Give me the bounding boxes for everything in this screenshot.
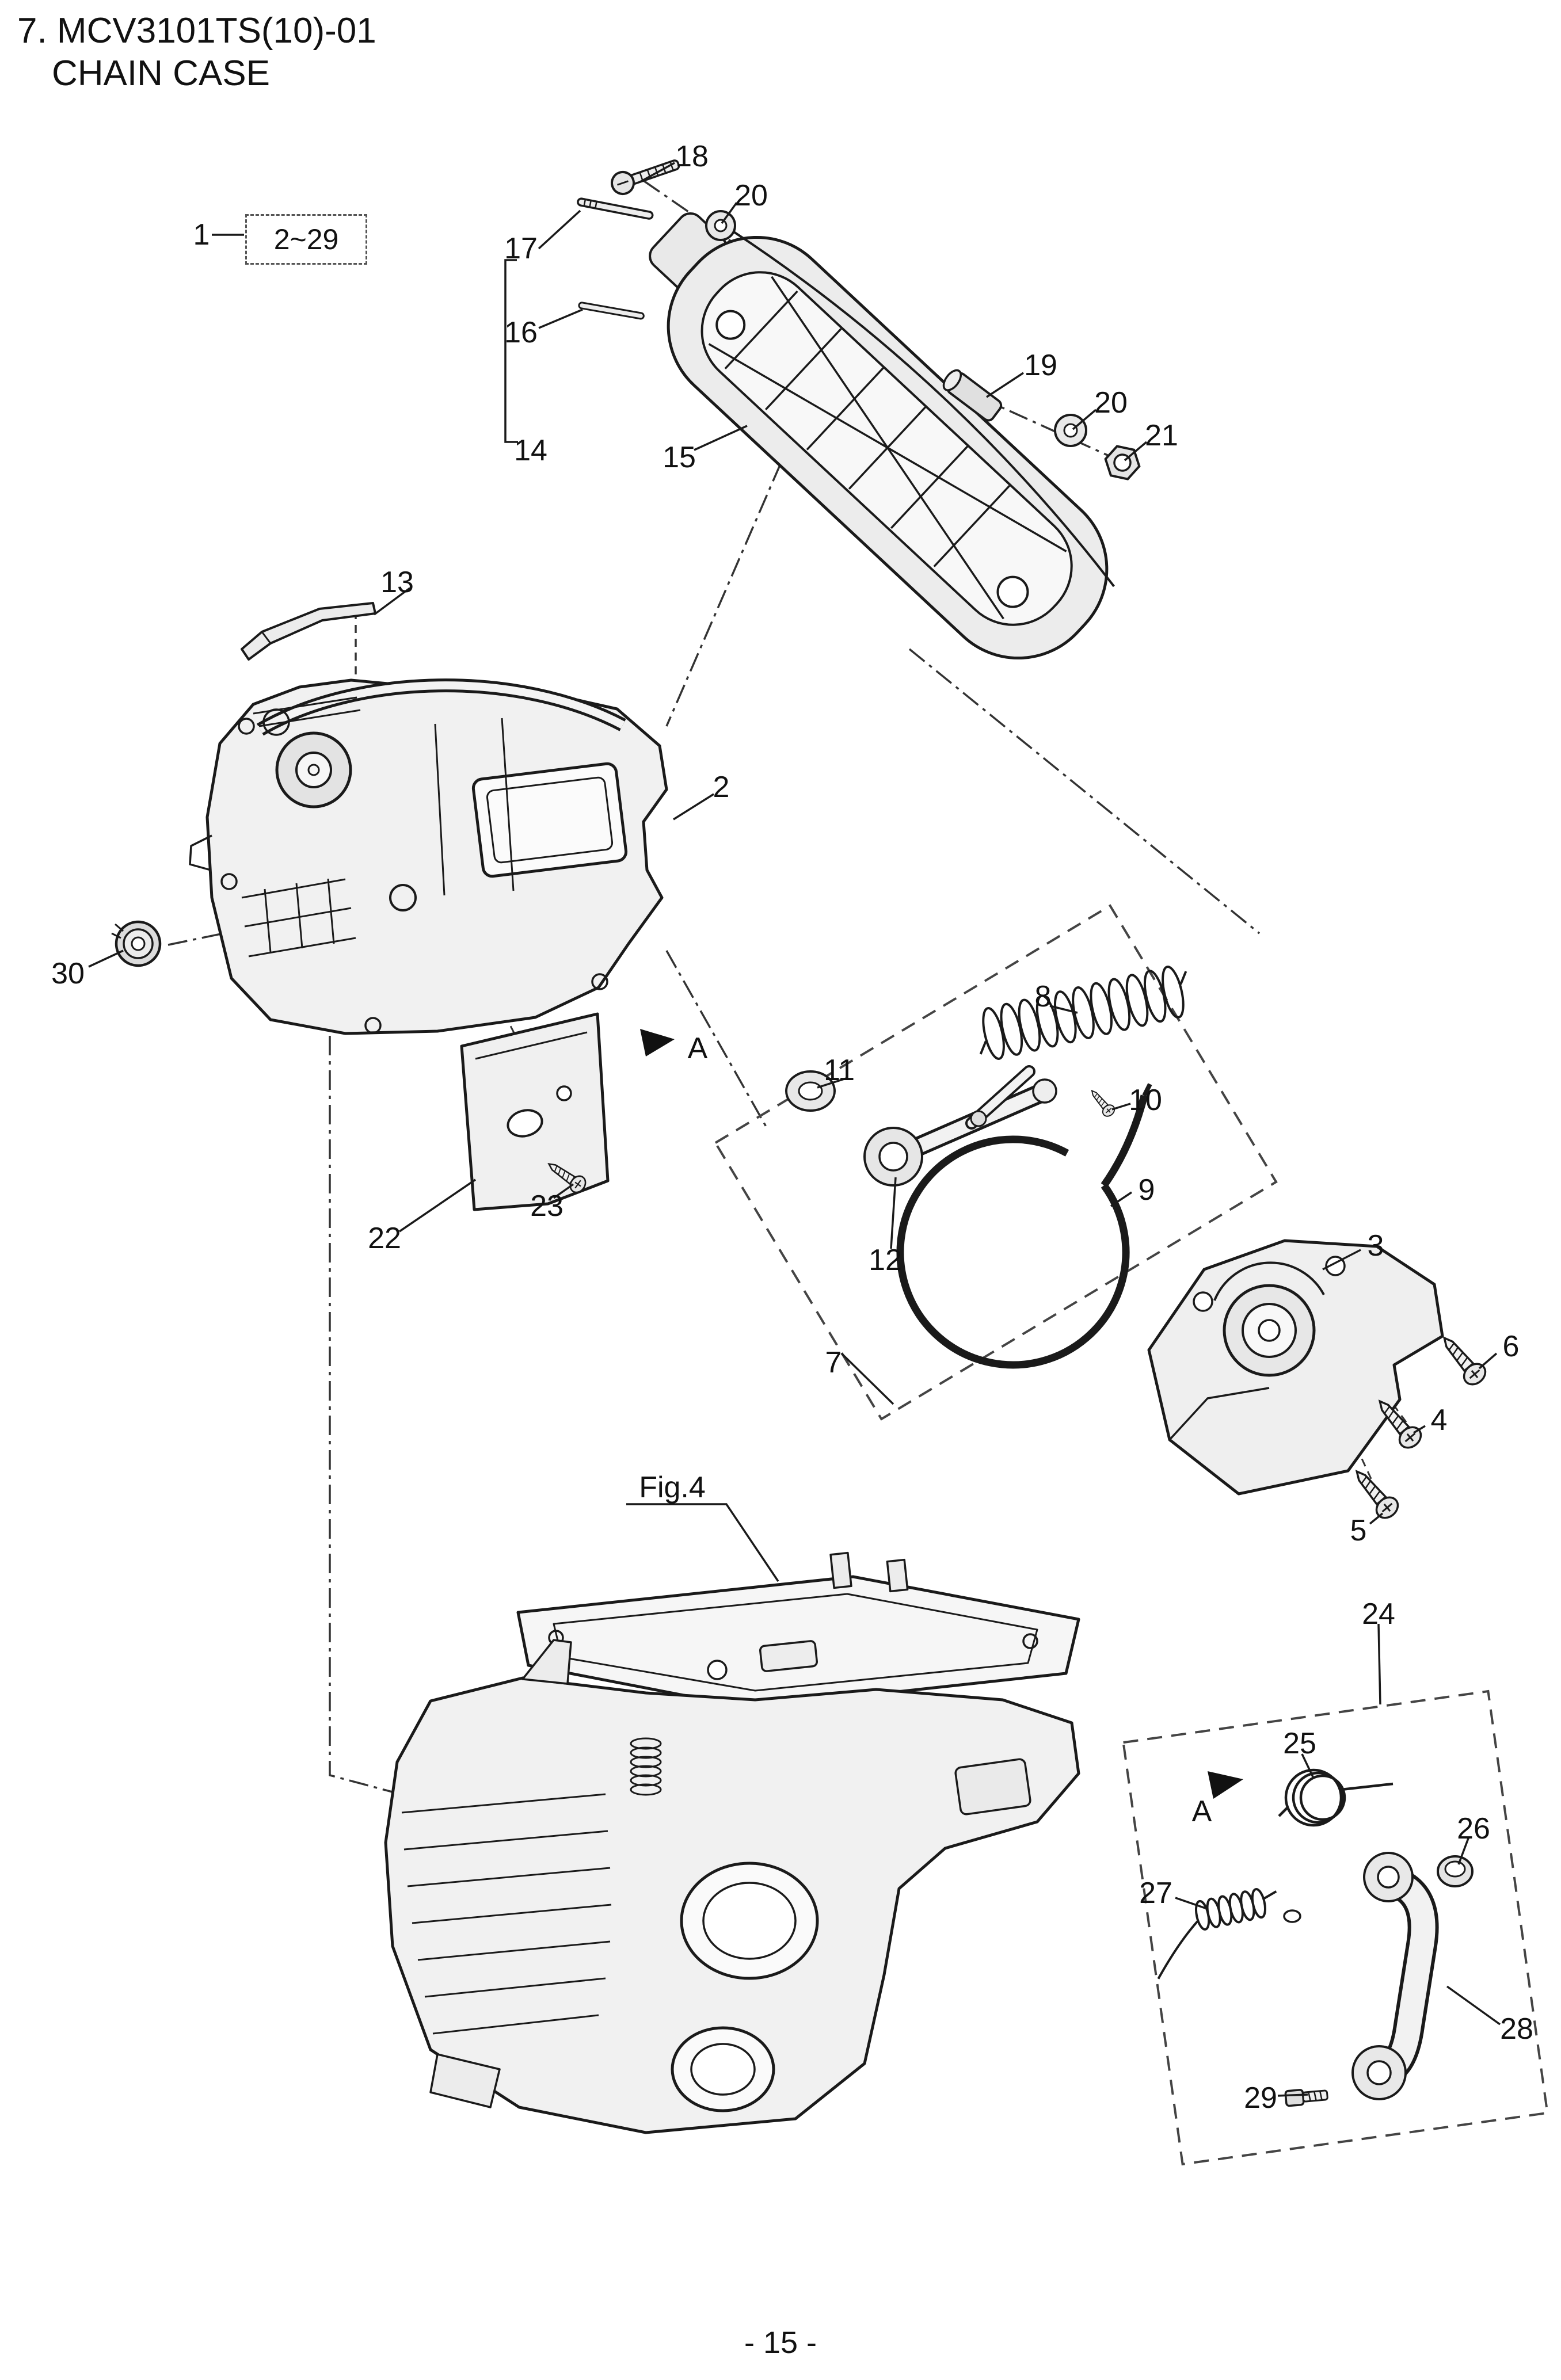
callout-16: 16 — [504, 316, 538, 349]
callout-23: 23 — [530, 1189, 564, 1223]
part-20-washer-right — [1054, 414, 1087, 447]
view-marker-right: A — [1191, 1795, 1212, 1828]
part-17-pin — [577, 197, 654, 220]
group-range-box: 2~29 — [245, 214, 367, 265]
part-28-lever — [1351, 1852, 1439, 2100]
callout-7: 7 — [825, 1346, 842, 1379]
part-5-screw — [1347, 1463, 1403, 1523]
callout-28: 28 — [1500, 2012, 1533, 2046]
callout-22: 22 — [368, 1222, 401, 1255]
callout-24: 24 — [1362, 1597, 1395, 1631]
callout-29: 29 — [1244, 2081, 1277, 2115]
callout-15: 15 — [663, 441, 696, 474]
page-subtitle: CHAIN CASE — [52, 54, 270, 93]
callout-19: 19 — [1024, 349, 1057, 382]
callout-21: 21 — [1145, 419, 1178, 452]
callout-26: 26 — [1457, 1812, 1490, 1845]
part-22-plate — [460, 1012, 610, 1211]
part-18-screw — [611, 159, 680, 195]
callout-27: 27 — [1139, 1876, 1172, 1910]
part-8-spring — [979, 966, 1187, 1060]
part-25-spring — [1278, 1768, 1394, 1827]
part-9-brake-band — [896, 1083, 1152, 1369]
tensioner-assembly-dashed-box — [1122, 1689, 1549, 2166]
part-6-screw — [1434, 1329, 1491, 1390]
chain-case-drawing — [189, 678, 668, 1035]
part-19-spacer — [942, 369, 1003, 422]
brake-assembly-dashed-box — [714, 904, 1278, 1421]
chain-guard-drawing — [649, 212, 1115, 660]
view-marker-arrow-left — [640, 1029, 675, 1056]
callout-1: 1 — [193, 218, 210, 251]
callout-3: 3 — [1367, 1229, 1384, 1263]
part-12-lever — [863, 1065, 1057, 1187]
callout-14: 14 — [514, 434, 547, 467]
callout-2: 2 — [713, 771, 730, 804]
callout-13: 13 — [380, 566, 414, 599]
callout-30: 30 — [51, 957, 85, 990]
callout-9: 9 — [1138, 1173, 1155, 1207]
callout-20-top: 20 — [734, 179, 768, 212]
leader-lines — [88, 162, 1501, 2097]
callout-10: 10 — [1129, 1084, 1162, 1117]
callout-4: 4 — [1430, 1403, 1448, 1437]
callout-20-right: 20 — [1094, 386, 1128, 419]
part-11-bushing — [785, 1070, 836, 1112]
part-30-grommet — [111, 920, 162, 967]
figure-ref-label: Fig.4 — [639, 1471, 706, 1504]
callout-5: 5 — [1350, 1514, 1367, 1547]
callout-25: 25 — [1283, 1727, 1316, 1760]
view-marker-left: A — [687, 1032, 708, 1065]
view-marker-arrow-right — [1208, 1771, 1243, 1799]
page-title: 7. MCV3101TS(10)-01 — [17, 11, 376, 51]
callout-17: 17 — [504, 232, 538, 265]
part-3-cover-drawing — [1147, 1239, 1444, 1496]
part-21-nut — [1104, 445, 1141, 480]
fig4-engine-drawing — [384, 1551, 1080, 2134]
part-27-spring — [1157, 1888, 1277, 1979]
callout-11: 11 — [824, 1054, 855, 1087]
callout-12: 12 — [869, 1244, 902, 1277]
part-20-washer-top — [705, 210, 736, 241]
callout-6: 6 — [1502, 1330, 1520, 1363]
part-16-pin — [578, 302, 645, 320]
part-27-pin-bead — [1283, 1909, 1301, 1923]
part-29-screw — [1284, 2089, 1328, 2107]
callout-18: 18 — [675, 140, 709, 173]
part-10-screw — [1086, 1086, 1118, 1119]
group-range-label: 2~29 — [273, 223, 339, 255]
part-26-cap — [1437, 1855, 1474, 1887]
page-number: - 15 - — [744, 2325, 817, 2360]
callout-8: 8 — [1034, 980, 1052, 1013]
